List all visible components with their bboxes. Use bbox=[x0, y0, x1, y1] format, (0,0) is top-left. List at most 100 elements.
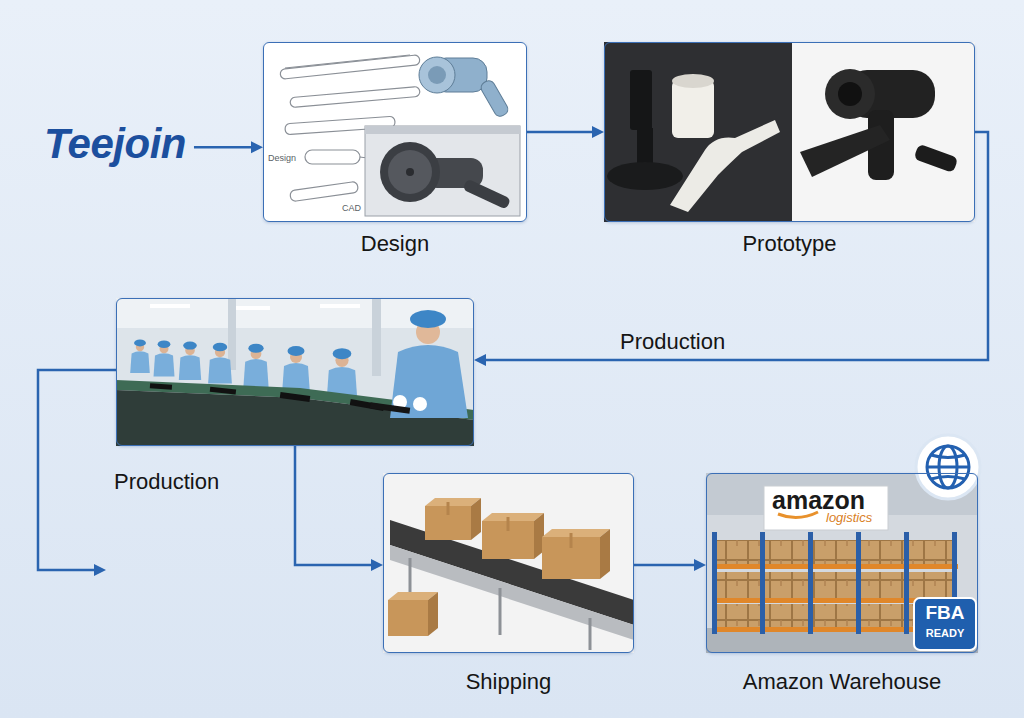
badge-text: READY bbox=[914, 627, 976, 640]
globe-icon bbox=[916, 435, 980, 499]
arrow-head bbox=[474, 354, 486, 366]
flow-line bbox=[484, 132, 988, 360]
production-panel: Production bbox=[116, 298, 474, 446]
shipping-illustration bbox=[482, 513, 544, 559]
flow-arrow bbox=[194, 141, 263, 153]
shipping-illustration bbox=[383, 473, 634, 653]
prototype-illustration bbox=[672, 80, 714, 138]
design-illustration bbox=[263, 42, 527, 222]
warehouse-illustration bbox=[712, 532, 717, 634]
brand-name: Teejoin bbox=[40, 118, 190, 170]
design-illustration bbox=[263, 42, 527, 222]
arrow-head bbox=[694, 559, 706, 571]
warehouse-illustration bbox=[760, 532, 765, 634]
shipping-panel: Shipping bbox=[383, 473, 634, 653]
warehouse-illustration bbox=[808, 532, 813, 634]
prototype-illustration bbox=[630, 70, 652, 130]
design-illustration bbox=[479, 79, 510, 119]
globe-icon bbox=[927, 446, 969, 488]
production-illustration bbox=[410, 310, 446, 328]
prototype-illustration bbox=[604, 42, 975, 222]
branch-flow-line bbox=[94, 564, 106, 576]
design-illustration bbox=[428, 66, 446, 84]
shipping-illustration bbox=[542, 529, 610, 579]
sketch-annotation: Design bbox=[268, 153, 296, 163]
design-illustration bbox=[290, 86, 420, 107]
design-illustration bbox=[419, 57, 510, 118]
design-illustration bbox=[388, 150, 432, 194]
warehouse-illustration bbox=[856, 532, 861, 634]
production-illustration bbox=[130, 339, 150, 373]
production-illustration bbox=[150, 304, 190, 308]
design-illustration bbox=[365, 126, 520, 134]
design-illustration bbox=[280, 55, 420, 80]
edge-label: Production bbox=[618, 329, 727, 354]
flow-line bbox=[295, 446, 373, 565]
production-illustration bbox=[154, 341, 175, 377]
prototype-illustration bbox=[607, 162, 683, 190]
globe-icon bbox=[927, 446, 969, 488]
node-caption: Amazon Warehouse bbox=[707, 669, 977, 694]
node-caption: Production bbox=[114, 469, 219, 494]
shipping-illustration bbox=[388, 592, 438, 636]
shipping-illustration bbox=[383, 473, 634, 653]
design-illustration bbox=[380, 142, 440, 202]
prototype-illustration bbox=[672, 74, 714, 88]
production-illustration bbox=[228, 298, 236, 370]
brand-logo: Teejoin bbox=[40, 118, 190, 170]
design-illustration bbox=[419, 57, 455, 93]
warehouse-illustration bbox=[914, 598, 976, 650]
production-illustration bbox=[320, 304, 360, 308]
flow-arrow bbox=[474, 132, 988, 366]
node-caption: Prototype bbox=[605, 231, 974, 256]
design-illustration bbox=[305, 150, 360, 164]
warehouse-illustration bbox=[712, 564, 958, 569]
production-illustration bbox=[116, 298, 474, 446]
flow-line bbox=[527, 131, 594, 134]
warehouse-illustration bbox=[706, 473, 978, 653]
prototype-illustration bbox=[604, 42, 792, 222]
production-illustration bbox=[370, 402, 410, 414]
arrow-head bbox=[592, 126, 604, 138]
arrow-head bbox=[251, 141, 263, 153]
shipping-illustration bbox=[482, 513, 544, 521]
prototype-illustration bbox=[825, 69, 875, 119]
production-illustration bbox=[150, 383, 172, 390]
production-illustration bbox=[208, 343, 232, 384]
prototype-illustration bbox=[670, 120, 780, 212]
design-illustration bbox=[365, 126, 520, 216]
design-illustration bbox=[365, 126, 520, 216]
design-illustration bbox=[285, 55, 410, 68]
shipping-illustration bbox=[471, 498, 481, 540]
badge-text: FBA bbox=[914, 602, 976, 624]
warehouse-illustration bbox=[706, 473, 978, 653]
shipping-illustration bbox=[600, 529, 610, 579]
prototype-panel: Prototype bbox=[604, 42, 975, 222]
production-illustration bbox=[179, 342, 201, 380]
design-panel: Design bbox=[263, 42, 527, 222]
shipping-illustration bbox=[425, 498, 481, 540]
flow-arrow bbox=[634, 559, 706, 571]
shipping-illustration bbox=[589, 618, 592, 650]
sign-text: logistics bbox=[826, 511, 872, 526]
flow-line bbox=[634, 564, 696, 567]
production-illustration bbox=[413, 397, 427, 411]
shipping-illustration bbox=[507, 517, 510, 531]
flow-line bbox=[194, 146, 253, 149]
globe-icon bbox=[927, 466, 969, 469]
shipping-illustration bbox=[542, 529, 610, 537]
globe-icon bbox=[931, 477, 965, 480]
flow-arrow bbox=[527, 126, 604, 138]
design-illustration bbox=[290, 181, 359, 201]
production-illustration bbox=[150, 383, 384, 411]
production-illustration bbox=[116, 298, 474, 328]
production-illustration bbox=[282, 346, 310, 394]
production-illustration bbox=[210, 387, 236, 395]
shipping-illustration bbox=[447, 502, 450, 515]
node-caption: Shipping bbox=[384, 669, 633, 694]
shipping-illustration bbox=[570, 533, 573, 548]
